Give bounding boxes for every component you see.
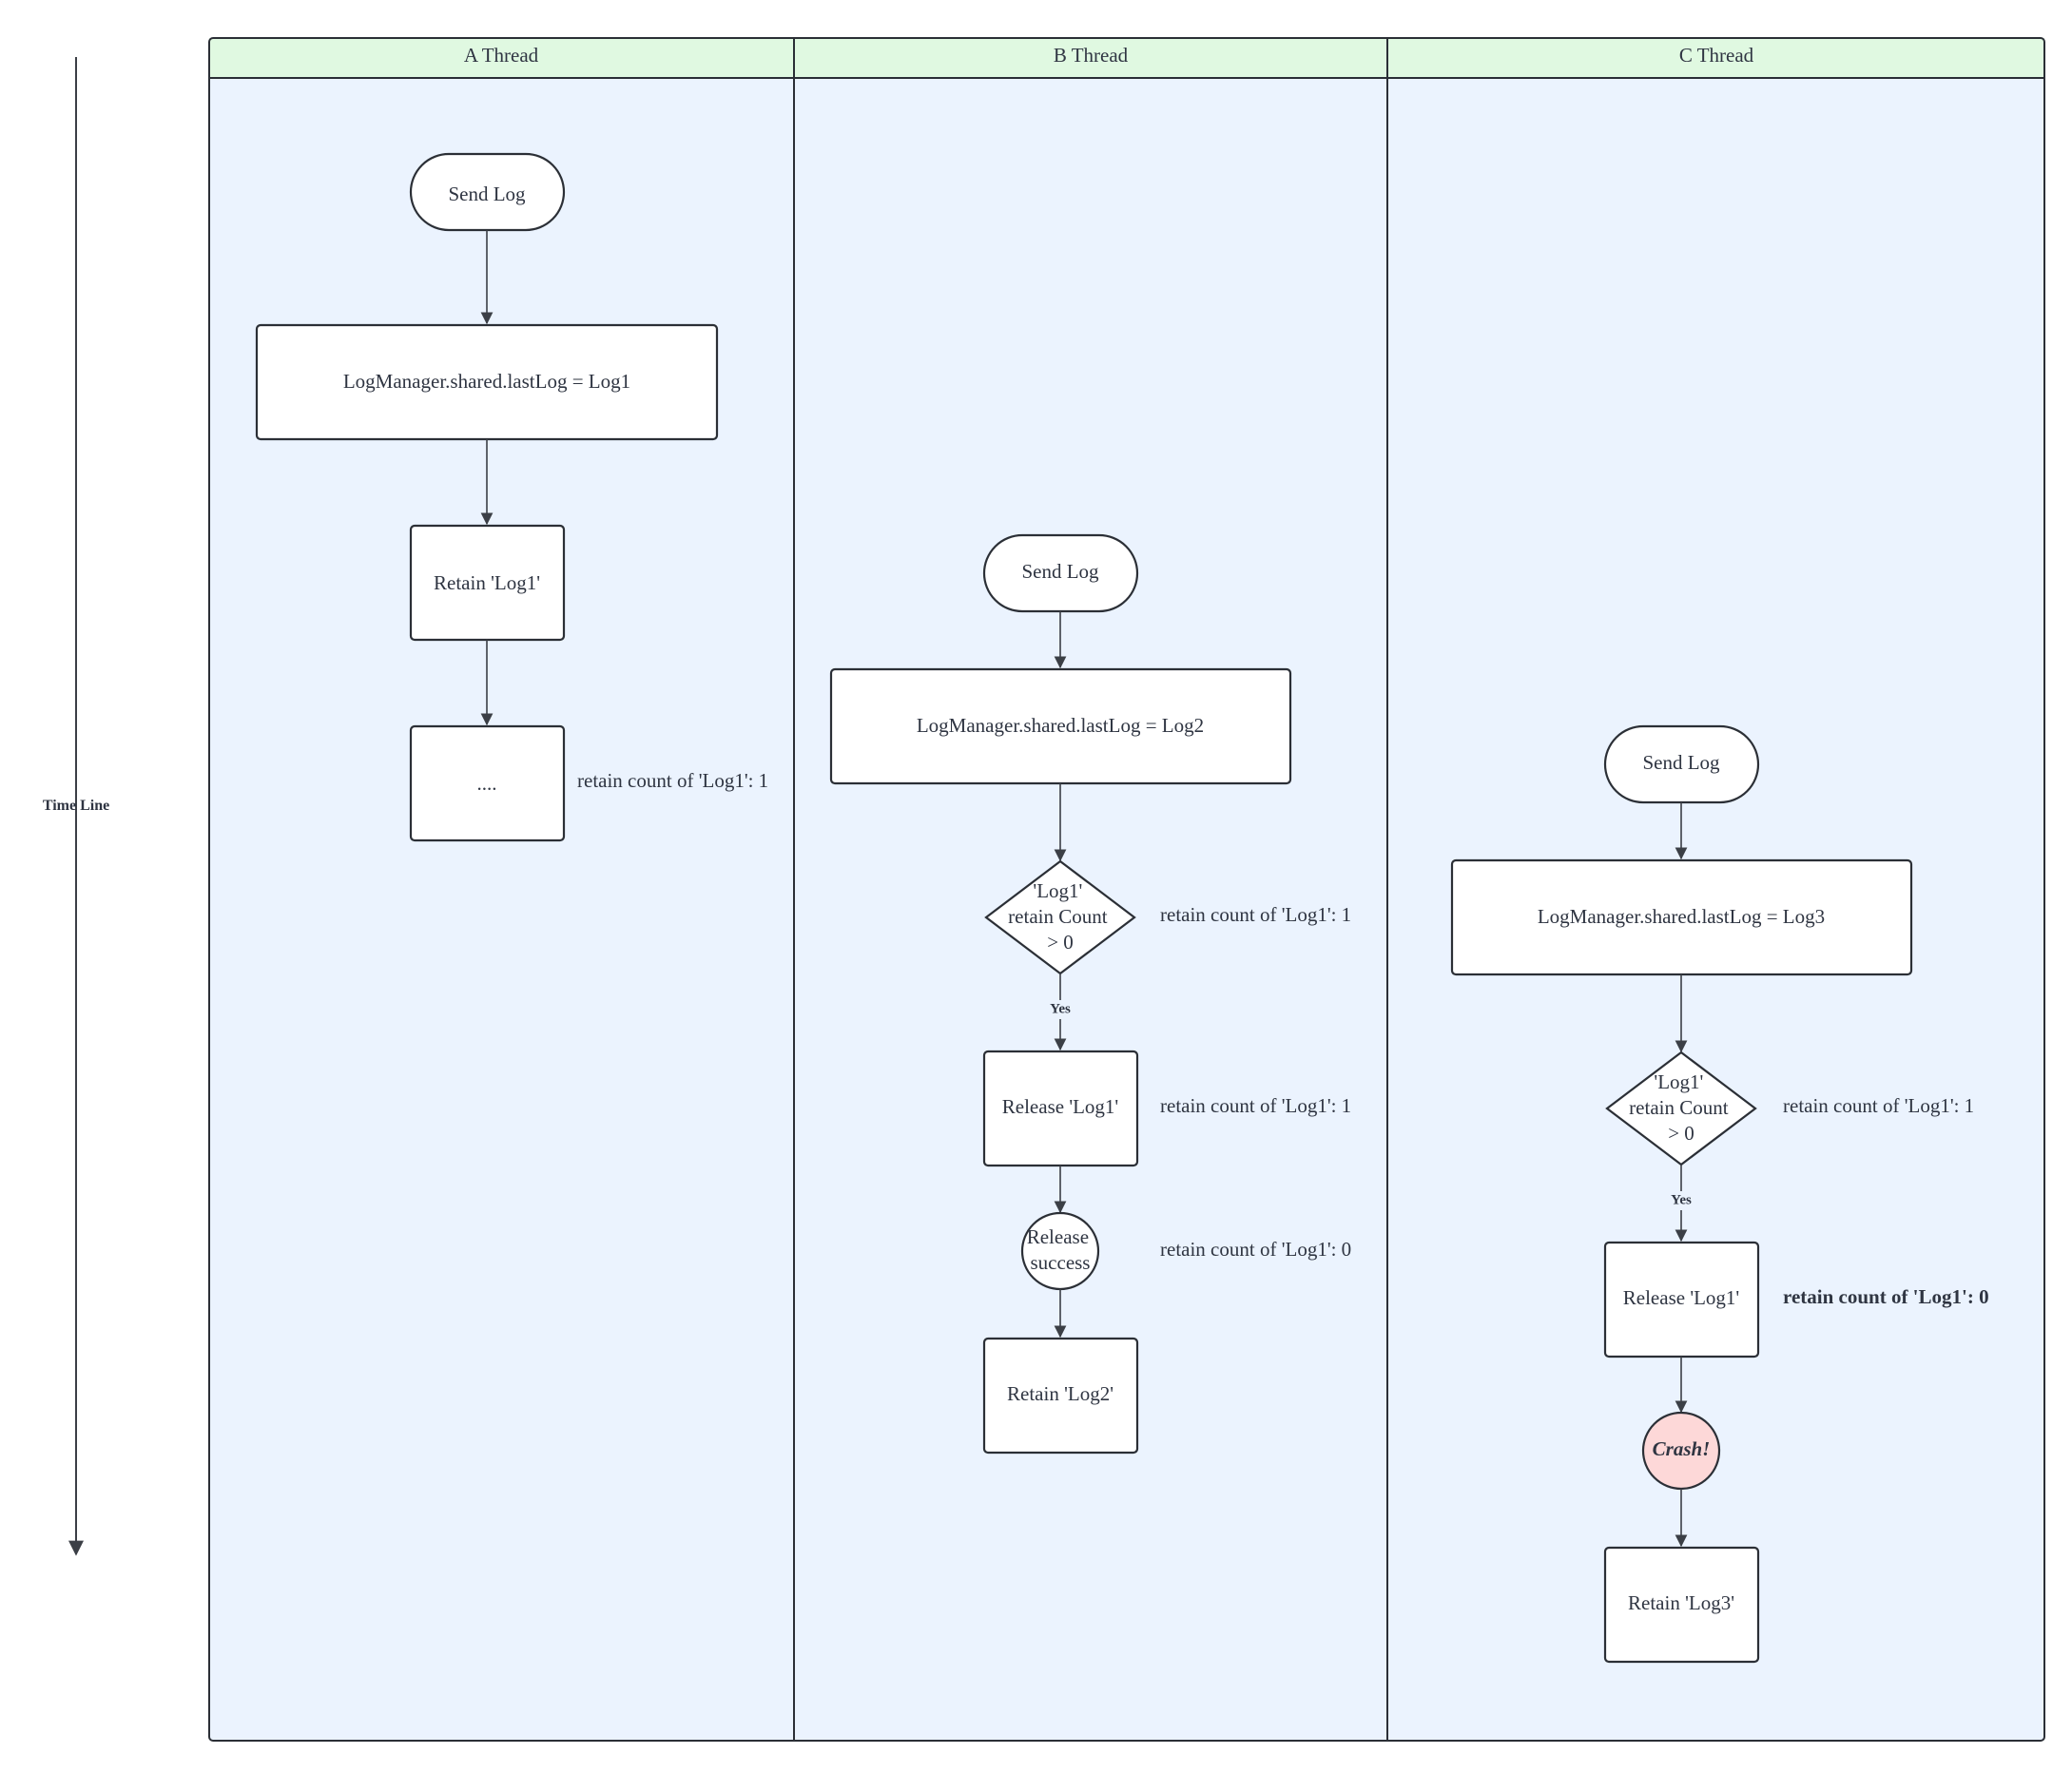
b-success-label: Release success: [1027, 1225, 1094, 1274]
b-success-note: retain count of 'Log1': 0: [1160, 1238, 1351, 1261]
c-decision-note: retain count of 'Log1': 1: [1783, 1094, 1974, 1117]
b-success-line-2: success: [1031, 1251, 1091, 1274]
a-retain-label: Retain 'Log1': [434, 571, 540, 594]
c-decision-line-3: > 0: [1668, 1122, 1694, 1145]
c-yes-label-bg: [1665, 1191, 1697, 1210]
c-decision-line-2: retain Count: [1629, 1096, 1729, 1119]
a-send-log-label: Send Log: [448, 183, 526, 205]
c-retain-process[interactable]: [1603, 1546, 1760, 1664]
b-release-note: retain count of 'Log1': 1: [1160, 1094, 1351, 1117]
a-assign-label: LogManager.shared.lastLog = Log1: [343, 370, 630, 393]
lane-c: Send Log LogManager.shared.lastLog = Log…: [1450, 724, 1989, 1664]
lane-b: Send Log LogManager.shared.lastLog = Log…: [829, 533, 1351, 1455]
c-decision-line-1: 'Log1': [1654, 1070, 1703, 1093]
timeline-label: Time Line: [43, 798, 109, 814]
lane-a: Send Log LogManager.shared.lastLog = Log…: [255, 152, 768, 842]
b-decision-line-2: retain Count: [1008, 905, 1108, 928]
c-send-log-label: Send Log: [1642, 751, 1720, 774]
b-decision-label: 'Log1' retain Count > 0: [1008, 879, 1113, 954]
lane-header-background: [209, 38, 2044, 78]
b-send-log-label: Send Log: [1021, 560, 1099, 583]
b-yes-label: Yes: [1050, 1001, 1071, 1016]
b-decision-line-3: > 0: [1047, 931, 1074, 954]
timeline: Time Line: [43, 57, 109, 1556]
c-assign-label: LogManager.shared.lastLog = Log3: [1538, 905, 1825, 928]
c-decision-label: 'Log1' retain Count > 0: [1629, 1070, 1733, 1145]
b-decision-note: retain count of 'Log1': 1: [1160, 903, 1351, 926]
lane-title-a: A Thread: [464, 44, 539, 67]
b-retain-process[interactable]: [982, 1337, 1139, 1455]
a-ellipsis-label: ....: [477, 772, 497, 795]
lane-title-c: C Thread: [1679, 44, 1754, 67]
c-crash-label: Crash!: [1653, 1437, 1711, 1460]
c-release-note: retain count of 'Log1': 0: [1783, 1285, 1989, 1308]
lane-title-b: B Thread: [1054, 44, 1129, 67]
lane-body-background: [209, 38, 2044, 1741]
a-ellipsis-process[interactable]: [409, 724, 566, 842]
b-decision-line-1: 'Log1': [1033, 879, 1082, 902]
c-release-label: Release 'Log1': [1623, 1286, 1739, 1309]
c-yes-label: Yes: [1671, 1192, 1692, 1207]
b-assign-label: LogManager.shared.lastLog = Log2: [917, 714, 1204, 737]
c-retain-label: Retain 'Log3': [1628, 1591, 1734, 1614]
b-release-label: Release 'Log1': [1002, 1095, 1118, 1118]
b-yes-label-bg: [1044, 1000, 1076, 1019]
a-ellipsis-note: retain count of 'Log1': 1: [577, 769, 768, 792]
pool-frame: [208, 37, 2045, 1742]
b-success-line-1: Release: [1027, 1225, 1089, 1248]
swimlane-pool: A Thread B Thread C Thread: [208, 37, 2045, 1742]
b-retain-label: Retain 'Log2': [1007, 1382, 1113, 1405]
